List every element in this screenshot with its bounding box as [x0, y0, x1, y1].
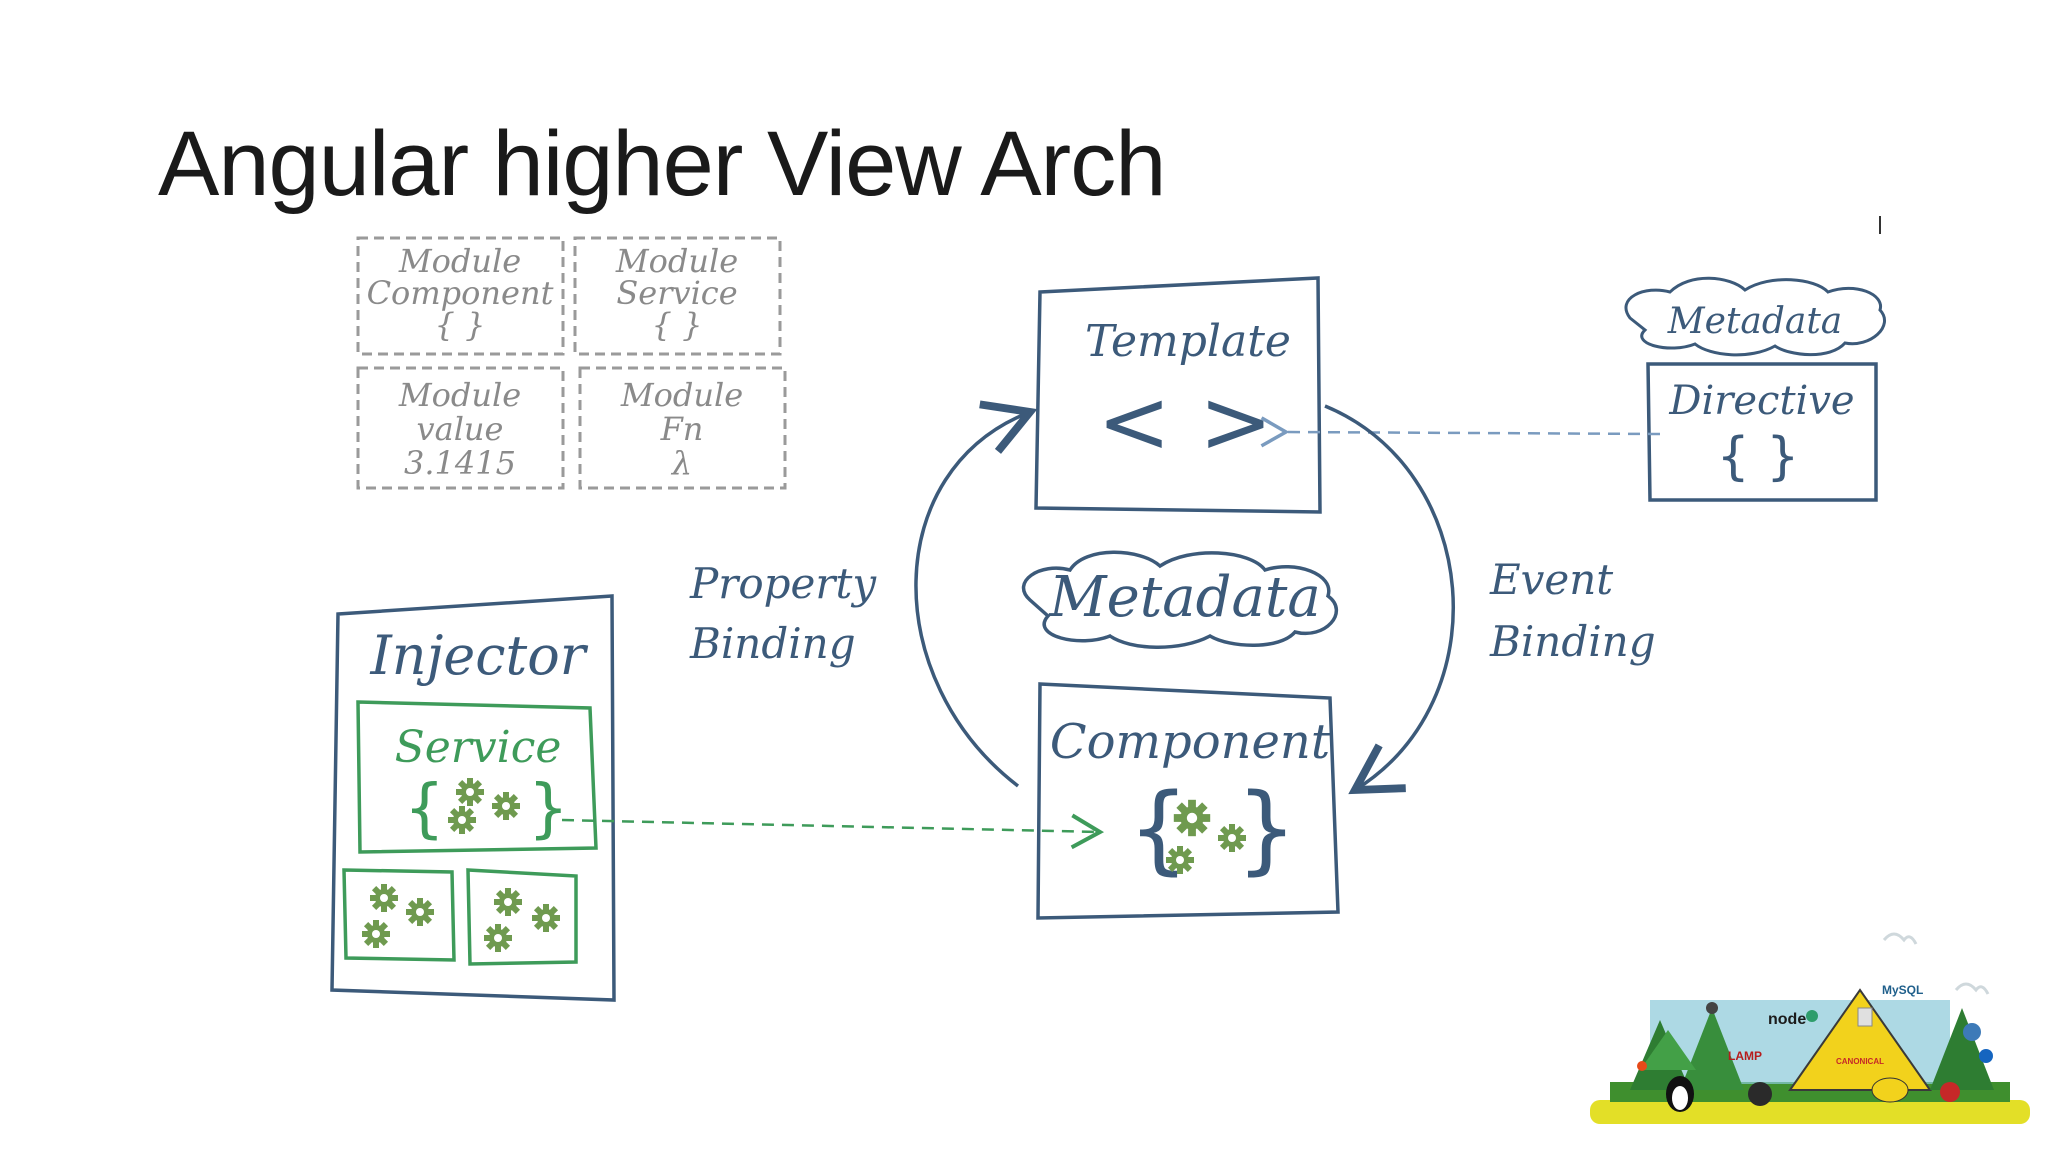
center-metadata-label: Metadata — [1048, 565, 1321, 630]
template-label: Template — [1085, 316, 1291, 367]
event-binding-arrow — [1324, 404, 1456, 795]
module-service-line1: Module — [615, 242, 738, 280]
service-gears-icon — [448, 778, 520, 834]
tree-icon — [1680, 1008, 1744, 1090]
directive-label: Directive — [1668, 378, 1854, 424]
module-fn-line3: λ — [670, 444, 692, 482]
module-component-box — [356, 236, 565, 356]
ubuntu-icon — [1706, 1002, 1718, 1014]
module-value-box — [356, 366, 565, 490]
property-binding-line2: Binding — [689, 619, 856, 668]
service-brace-left: { — [404, 772, 445, 846]
dot-icon — [1637, 1061, 1647, 1071]
logo-lamp: LAMP — [1728, 1049, 1762, 1063]
component-box — [1036, 682, 1340, 920]
module-service-box — [573, 236, 782, 356]
hadoop-elephant-icon — [1871, 1077, 1909, 1103]
service-label: Service — [395, 722, 562, 773]
directive-metadata-cloud — [1624, 276, 1886, 357]
injector-box — [330, 594, 616, 1002]
module-component-line3: { } — [435, 306, 486, 344]
component-brace-right: } — [1236, 773, 1297, 885]
module-fn-box — [578, 366, 787, 490]
injector-gears-left-icon — [362, 884, 434, 948]
module-service-line3: { } — [652, 306, 703, 344]
service-box — [356, 700, 598, 854]
module-component-line1: Module — [398, 242, 521, 280]
globe-icon — [1979, 1049, 1993, 1063]
logo-node: node — [1768, 1011, 1806, 1028]
directive-arrow — [1260, 416, 1661, 448]
module-fn-line1: Module — [620, 376, 743, 414]
directive-metadata-label: Metadata — [1667, 301, 1843, 342]
camp-logo: node MySQL LAMP CANONICAL — [1590, 932, 2030, 1124]
property-binding-arrow — [914, 400, 1038, 788]
logo-mysql: MySQL — [1882, 983, 1923, 997]
injector-label: Injector — [369, 624, 588, 687]
logo-ground — [1590, 1100, 2030, 1124]
event-binding-line2: Binding — [1489, 617, 1656, 666]
directive-box — [1646, 362, 1878, 502]
directive-symbol: { } — [1717, 427, 1800, 487]
slide-title: Angular higher View Arch — [158, 113, 1166, 215]
service-brace-right: } — [528, 772, 569, 846]
module-value-line2: value — [417, 410, 504, 448]
property-binding-line1: Property — [689, 559, 877, 608]
injector-sub-box-left — [342, 868, 456, 962]
module-fn-line2: Fn — [660, 410, 704, 448]
tree-icon — [1930, 1008, 1994, 1090]
module-grid — [356, 236, 787, 490]
ruby-icon — [1940, 1082, 1960, 1102]
module-value-line1: Module — [398, 376, 521, 414]
logo-canonical: CANONICAL — [1836, 1057, 1884, 1066]
component-label: Component — [1050, 714, 1331, 770]
module-value-line3: 3.1415 — [404, 444, 516, 482]
event-binding-line1: Event — [1489, 555, 1613, 604]
module-service-line2: Service — [616, 274, 737, 312]
template-symbol: < > — [1097, 370, 1272, 473]
tent-icon — [1788, 988, 1932, 1091]
python-icon — [1963, 1023, 1981, 1041]
injector-gears-right-icon — [484, 888, 560, 952]
center-metadata-cloud — [1021, 550, 1338, 649]
injector-sub-box-right — [466, 868, 578, 966]
github-octocat-icon — [1748, 1082, 1772, 1106]
service-injection-arrow — [561, 813, 1105, 850]
module-component-line2: Component — [367, 274, 554, 312]
